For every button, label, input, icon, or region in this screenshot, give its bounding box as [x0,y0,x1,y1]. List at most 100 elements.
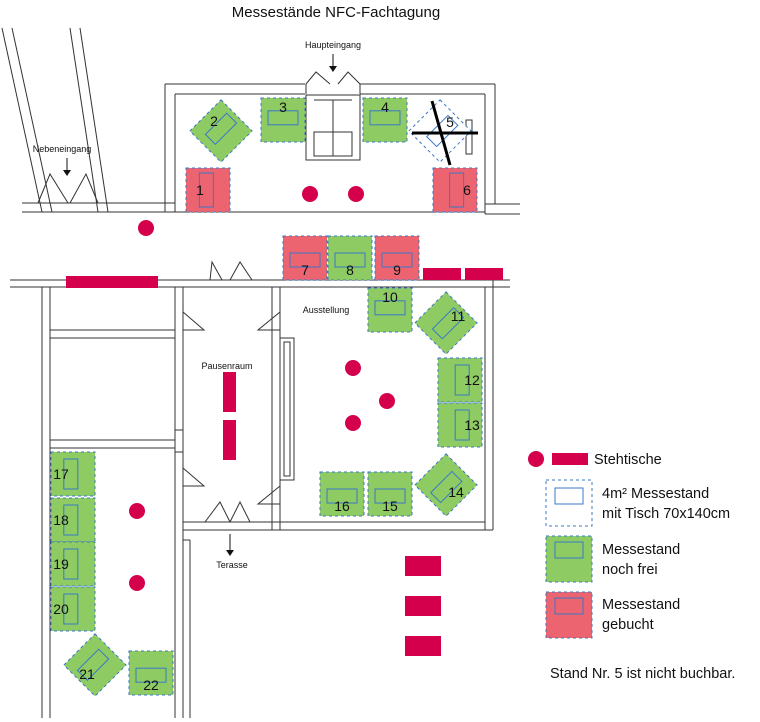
stand-number: 11 [451,308,466,324]
legend-booked-line2: gebucht [602,617,654,633]
stand-number: 12 [464,372,480,388]
stand-number: 15 [382,498,398,514]
stand-15[interactable]: 15 [367,471,413,517]
stand-table [334,252,366,268]
standing-table-long [405,556,441,576]
legend-stehtische: Stehtische [594,452,662,468]
stand-table [135,667,167,683]
stand-number: 1 [196,182,204,198]
stand-12[interactable]: 12 [437,357,483,403]
standing-table [129,575,145,591]
standing-table-long [405,636,441,656]
stand-6[interactable]: 6 [432,167,478,213]
stand-number: 8 [346,262,354,278]
stand-table [449,172,465,208]
stand-3[interactable]: 3 [260,97,306,143]
label-pausenraum: Pausenraum [201,361,252,371]
stand-5[interactable]: 5 [408,99,478,166]
standing-table [379,393,395,409]
stand-number: 19 [53,556,69,572]
stand-number: 13 [464,417,480,433]
stand-table [198,172,214,208]
stand-area [185,167,231,213]
stand-table [381,252,413,268]
label-ausstellung: Ausstellung [303,305,350,315]
stand-number: 20 [53,601,69,617]
standing-table-long [465,268,503,280]
stand-4[interactable]: 4 [362,97,408,143]
standing-table [138,220,154,236]
stand-number: 6 [463,182,471,198]
label-haupteingang: Haupteingang [305,40,361,50]
stand-2[interactable]: 2 [189,99,253,163]
stand-16[interactable]: 16 [319,471,365,517]
stand-table [267,110,299,126]
stand-table [430,470,463,504]
label-terasse: Terasse [216,560,248,570]
stand-table [431,307,465,340]
stand-table [289,252,321,268]
stand-table [76,648,110,681]
stand-table [204,112,238,146]
stand-number: 5 [446,114,454,130]
stand-table [374,300,406,316]
stand-number: 10 [382,289,398,305]
stand-number: 21 [79,666,95,682]
legend-free-swatch [545,535,593,583]
stand-8[interactable]: 8 [327,235,373,281]
stand-table [374,488,406,504]
stand-table [63,548,79,580]
stand-number: 18 [53,512,69,528]
stand-10[interactable]: 10 [367,287,413,333]
stand-table [454,364,470,396]
standing-table [345,415,361,431]
stand-number: 4 [381,99,389,115]
stand-area [432,167,478,213]
standing-table-long [423,268,461,280]
legend-stand-line2: mit Tisch 70x140cm [602,506,730,522]
legend-free-line1: Messestand [602,542,680,558]
note-stand-5: Stand Nr. 5 ist nicht buchbar. [550,666,735,682]
stand-13[interactable]: 13 [437,402,483,448]
stand-11[interactable]: 11 [414,291,478,355]
stand-20[interactable]: 20 [50,586,96,632]
stand-number: 7 [301,262,309,278]
direction-arrows [63,54,337,556]
standing-table-long [66,276,158,288]
stand-number: 2 [210,113,218,129]
stand-table [425,114,459,148]
stand-17[interactable]: 17 [50,451,96,497]
stand-9[interactable]: 9 [374,235,420,281]
stand-1[interactable]: 1 [185,167,231,213]
stand-19[interactable]: 19 [50,541,96,587]
stand-table [454,409,470,441]
legend-stand-line1: 4m² Messestand [602,486,709,502]
legend-table-rect [552,453,588,465]
stand-number: 16 [334,498,350,514]
legend-free-line2: noch frei [602,562,658,578]
stand-18[interactable]: 18 [50,497,96,543]
legend-booked-line1: Messestand [602,597,680,613]
stand-22[interactable]: 22 [128,650,174,696]
legend-booked-swatch [545,591,593,639]
stand-7[interactable]: 7 [282,235,328,281]
stand-table [369,110,401,126]
standing-table [348,186,364,202]
label-nebeneingang: Nebeneingang [33,144,92,154]
legend: Stehtische 4m² Messestand mit Tisch 70x1… [528,451,735,682]
stand-number: 17 [53,466,69,482]
stand-table [63,458,79,490]
stand-area [189,99,253,163]
stand-14[interactable]: 14 [414,453,478,517]
stand-number: 3 [279,99,287,115]
stand-number: 9 [393,262,401,278]
stand-table [63,593,79,625]
legend-table-circle [528,451,544,467]
stand-area [63,633,127,697]
stand-table [63,504,79,536]
standing-table-long [223,372,236,412]
stand-21[interactable]: 21 [63,633,127,697]
standing-table [345,360,361,376]
